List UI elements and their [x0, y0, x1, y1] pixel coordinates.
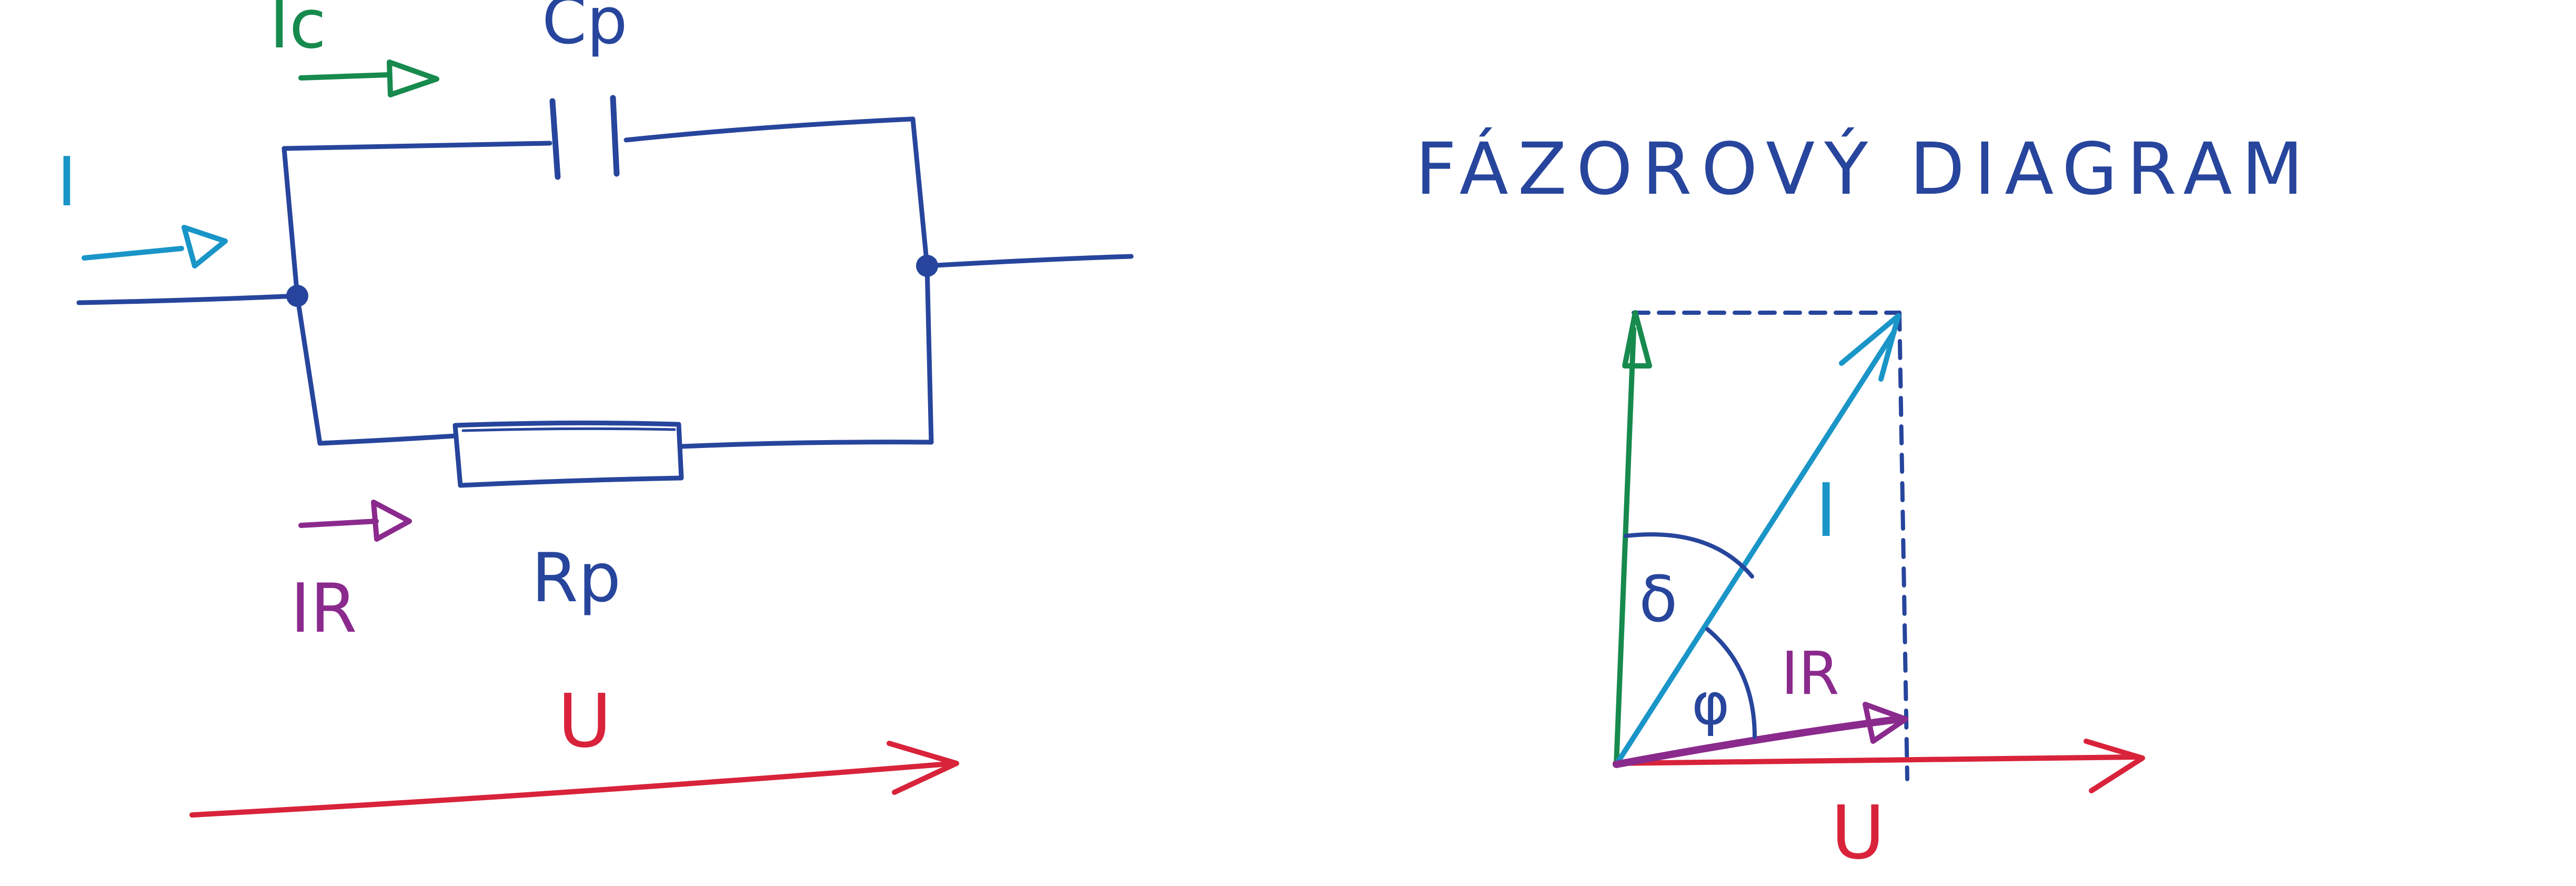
phasor-diagram-title: FÁZOROVÝ DIAGRAM	[1415, 127, 2313, 211]
resistor-rp-symbol	[452, 420, 684, 488]
circuit-diagram: Ic Cp I IR Rp U	[57, 0, 1134, 818]
label-phi: φ	[1692, 670, 1730, 738]
label-ir: IR	[290, 570, 357, 648]
input-lead-wire	[76, 293, 300, 305]
capacitor-plate-left	[549, 98, 561, 180]
top-wire-right	[623, 116, 915, 143]
arrow-u-circuit	[189, 741, 959, 818]
label-i: I	[57, 143, 77, 222]
angle-arc-phi	[1705, 627, 1757, 739]
left-junction-node	[286, 285, 308, 307]
arrow-ir	[298, 500, 412, 542]
label-ir-phasor: IR	[1781, 640, 1839, 708]
right-vertical-wire	[910, 116, 934, 445]
label-delta: δ	[1639, 563, 1677, 636]
resistor-body-inner-edge	[461, 427, 676, 432]
label-u-circuit: U	[558, 679, 611, 764]
label-ic: Ic	[269, 0, 326, 64]
bottom-wire-left	[317, 433, 458, 446]
resistor-body	[452, 420, 684, 488]
label-cp: Cp	[542, 0, 628, 58]
top-wire-left	[281, 141, 552, 151]
circuit-wires	[76, 116, 1134, 449]
arrow-i	[82, 225, 228, 268]
dashed-line-right	[1897, 311, 1909, 781]
capacitor-plate-right	[610, 95, 620, 177]
phasor-ic-arrow	[1614, 310, 1652, 767]
label-u-phasor: U	[1831, 790, 1885, 876]
label-rp: Rp	[531, 539, 621, 618]
phasor-u-axis	[1613, 739, 2145, 793]
arrow-ic	[298, 59, 439, 97]
right-junction-node	[916, 255, 938, 277]
phasor-i-arrow	[1614, 313, 1901, 767]
label-i-phasor: I	[1815, 468, 1837, 554]
phasor-diagram: FÁZOROVÝ DIAGRAM δ φ I IR	[1415, 127, 2313, 876]
capacitor-cp-symbol	[549, 95, 620, 180]
bottom-wire-right	[679, 440, 934, 449]
output-lead-wire	[924, 254, 1134, 268]
angle-arc-delta	[1624, 532, 1754, 579]
phasor-ir-arrow	[1613, 702, 1908, 768]
